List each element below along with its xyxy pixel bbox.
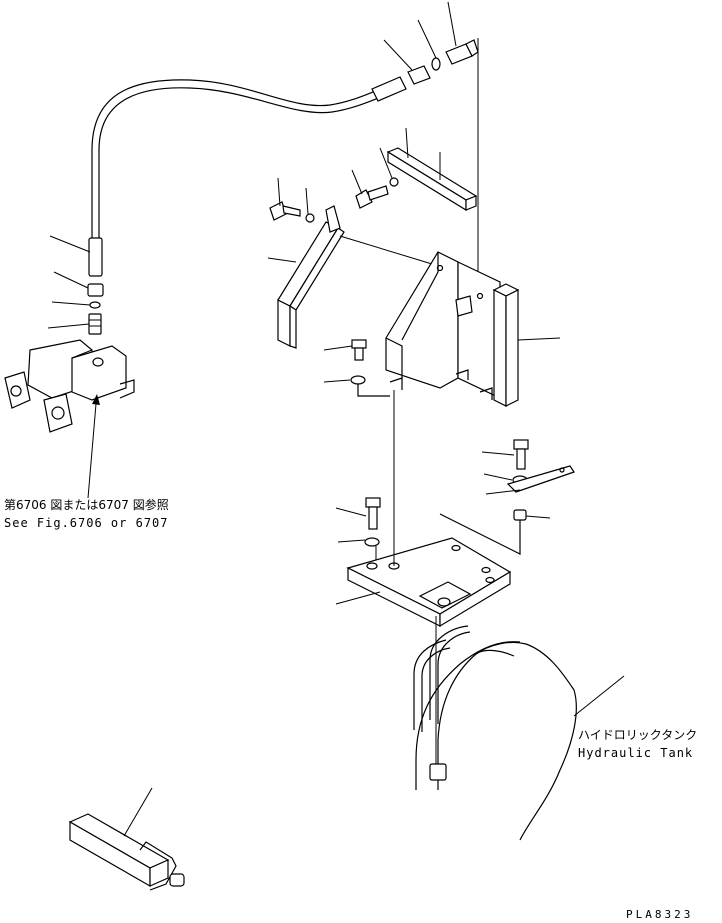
reference-text-en: See Fig.6706 or 6707 (4, 516, 169, 530)
bolt-upper-left (269, 177, 315, 223)
vertical-bracket (267, 205, 433, 349)
reference-text-jp: 第6706 図または6707 図参照 (4, 497, 169, 512)
left-fittings (47, 235, 104, 335)
center-cover (385, 251, 501, 400)
drawing-code: PLA8323 (626, 908, 693, 921)
tank-label-en: Hydraulic Tank (578, 746, 693, 760)
valve-block (4, 339, 135, 499)
top-fittings (371, 1, 479, 292)
base-plate (335, 390, 512, 628)
top-bar (386, 127, 478, 212)
hydraulic-hose (91, 79, 382, 238)
bolt-upper-right (351, 147, 399, 209)
tank-label-jp: ハイドロリックタンク (578, 728, 697, 742)
hydraulic-tank (413, 616, 625, 841)
bolt-right (439, 439, 575, 555)
right-post (492, 283, 561, 407)
bolt-middle (323, 339, 390, 397)
lever-assembly (68, 787, 185, 891)
bolt-lower (335, 497, 381, 562)
